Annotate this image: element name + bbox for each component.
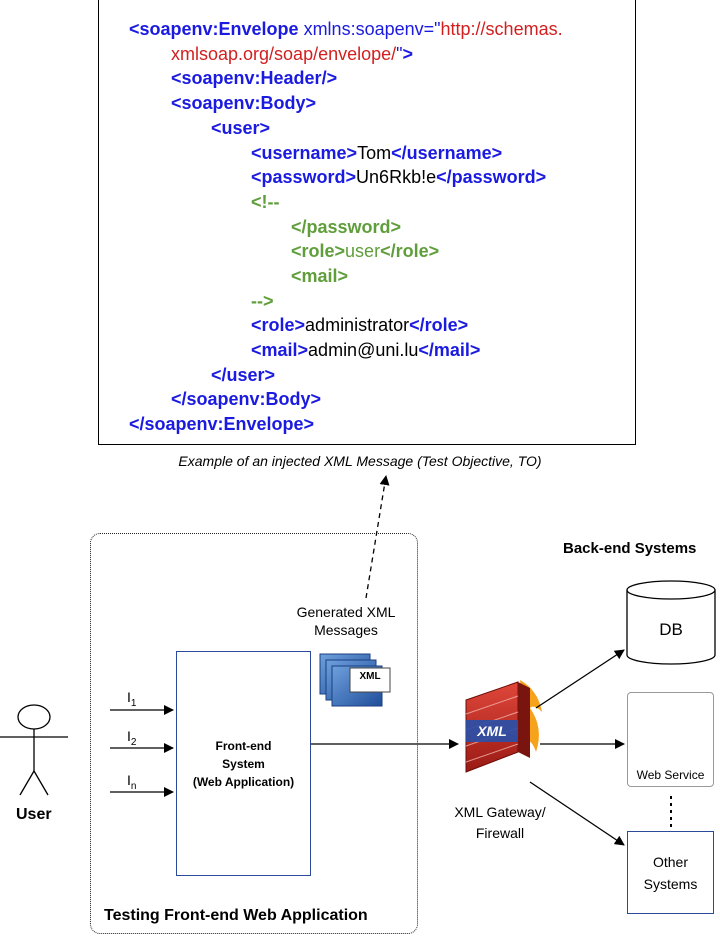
- xml-user-open-line: <user>: [211, 117, 270, 139]
- input-subscript: 2: [130, 736, 137, 748]
- xml-tag: </role>: [409, 315, 469, 335]
- xml-namespace-url: xmlsoap.org/soap/envelope/: [171, 44, 397, 64]
- xml-tag: </mail>: [418, 340, 481, 360]
- xml-tag: <soapenv:Envelope: [129, 19, 299, 39]
- injected-message-arrow: [365, 475, 390, 599]
- generated-messages-label: Generated XML Messages: [276, 603, 416, 639]
- xml-attribute: xmlns:soapenv=: [298, 19, 435, 39]
- web-service-xml-text: XML: [660, 742, 684, 754]
- other-systems-box: Other Systems: [627, 831, 714, 914]
- xml-comment-open-line: <!--: [251, 191, 280, 213]
- xml-tag: <soapenv:Body>: [171, 93, 317, 113]
- xml-gateway-label: XML Gateway/ Firewall: [440, 802, 560, 844]
- xml-comment-tag: <mail>: [291, 266, 349, 286]
- xml-tag: </user>: [211, 365, 276, 385]
- xml-body-close-line: </soapenv:Body>: [171, 388, 321, 410]
- xml-header-line: <soapenv:Header/>: [171, 67, 337, 89]
- xml-quote: ": [434, 19, 441, 39]
- input-subscript: n: [130, 780, 137, 792]
- input-label-1: I1: [127, 689, 136, 709]
- frontend-label-line: System: [222, 756, 265, 771]
- web-service-label: Web Service: [636, 768, 705, 782]
- database-label: DB: [659, 620, 683, 639]
- xml-user-close-line: </user>: [211, 364, 275, 386]
- firewall-icon: [465, 680, 542, 773]
- frontend-label-line: Front-end: [215, 738, 272, 753]
- input-letter: I: [127, 689, 131, 705]
- generated-label-line: Messages: [314, 622, 378, 638]
- xml-body-open-line: <soapenv:Body>: [171, 92, 316, 114]
- gateway-to-db-arrow: [535, 649, 625, 709]
- xml-value: Tom: [357, 143, 392, 163]
- xml-namespace-url: http://schemas.: [440, 19, 563, 39]
- xml-tag: </username>: [391, 143, 503, 163]
- xml-document-label: XML: [359, 671, 381, 682]
- xml-value: admin@uni.lu: [308, 340, 419, 360]
- xml-envelope-url-line: xmlsoap.org/soap/envelope/">: [171, 43, 413, 65]
- xml-tag: <role>: [251, 315, 306, 335]
- xml-role-line: <role>administrator</role>: [251, 314, 468, 336]
- xml-username-line: <username>Tom</username>: [251, 142, 502, 164]
- xml-value: administrator: [305, 315, 410, 335]
- user-label: User: [16, 806, 52, 823]
- xml-envelope-close-line: </soapenv:Envelope>: [129, 413, 314, 435]
- input-letter: I: [127, 772, 131, 788]
- xml-value: Un6Rkb!e: [356, 167, 437, 187]
- xml-comment-close-line: -->: [251, 290, 274, 312]
- xml-tag: <soapenv:Header/>: [171, 68, 338, 88]
- firewall-xml-text: XML: [477, 723, 507, 739]
- input-subscript: 1: [130, 697, 137, 709]
- generated-label-line: Generated XML: [296, 604, 396, 620]
- backend-systems-title: Back-end Systems: [563, 540, 697, 557]
- xml-tag: <password>: [251, 167, 357, 187]
- xml-comment-tag: </password>: [291, 217, 402, 237]
- xml-documents-icon: [319, 653, 391, 707]
- xml-message-caption: Example of an injected XML Message (Test…: [178, 453, 542, 469]
- user-icon: [0, 704, 68, 796]
- other-label-line: Other: [652, 853, 688, 870]
- xml-password-line: <password>Un6Rkb!e</password>: [251, 166, 546, 188]
- xml-tag: <user>: [211, 118, 271, 138]
- xml-comment-value: user: [345, 241, 381, 261]
- xml-comment-password-close-line: </password>: [291, 216, 401, 238]
- xml-tag: </password>: [436, 167, 547, 187]
- gateway-label-line: Firewall: [475, 825, 525, 841]
- xml-mail-line: <mail>admin@uni.lu</mail>: [251, 339, 480, 361]
- testing-frontend-label: Testing Front-end Web Application: [104, 907, 368, 924]
- other-systems-label: Other Systems: [644, 851, 698, 895]
- xml-comment-role-line: <role>user</role>: [291, 240, 439, 262]
- xml-tag: </soapenv:Envelope>: [129, 414, 315, 434]
- input-letter: I: [127, 728, 131, 744]
- gateway-label-line: XML Gateway/: [454, 804, 546, 820]
- testing-frontend-container: [90, 533, 418, 934]
- xml-tag: <username>: [251, 143, 358, 163]
- xml-comment-marker: -->: [251, 291, 274, 311]
- xml-tag: </soapenv:Body>: [171, 389, 322, 409]
- frontend-label-line: (Web Application): [192, 774, 295, 789]
- web-service-box: XML Web Service: [627, 692, 714, 787]
- frontend-system-label: Front-end System (Web Application): [193, 737, 294, 791]
- xml-comment-mail-line: <mail>: [291, 265, 348, 287]
- frontend-system-box: Front-end System (Web Application): [176, 651, 311, 876]
- database-icon: [626, 580, 716, 665]
- input-label-2: I2: [127, 728, 136, 748]
- gateway-to-other-arrow: [529, 781, 625, 846]
- xml-quote: ": [396, 44, 403, 64]
- other-label-line: Systems: [643, 875, 698, 892]
- xml-tag: <mail>: [251, 340, 309, 360]
- xml-comment-marker: <!--: [251, 192, 280, 212]
- xml-tag: >: [402, 44, 414, 64]
- input-label-n: In: [127, 772, 136, 792]
- xml-comment-tag: <role>: [291, 241, 346, 261]
- xml-message-box: <soapenv:Envelope xmlns:soapenv="http://…: [98, 0, 636, 445]
- xml-comment-tag: </role>: [380, 241, 440, 261]
- xml-envelope-open-line: <soapenv:Envelope xmlns:soapenv="http://…: [129, 18, 563, 40]
